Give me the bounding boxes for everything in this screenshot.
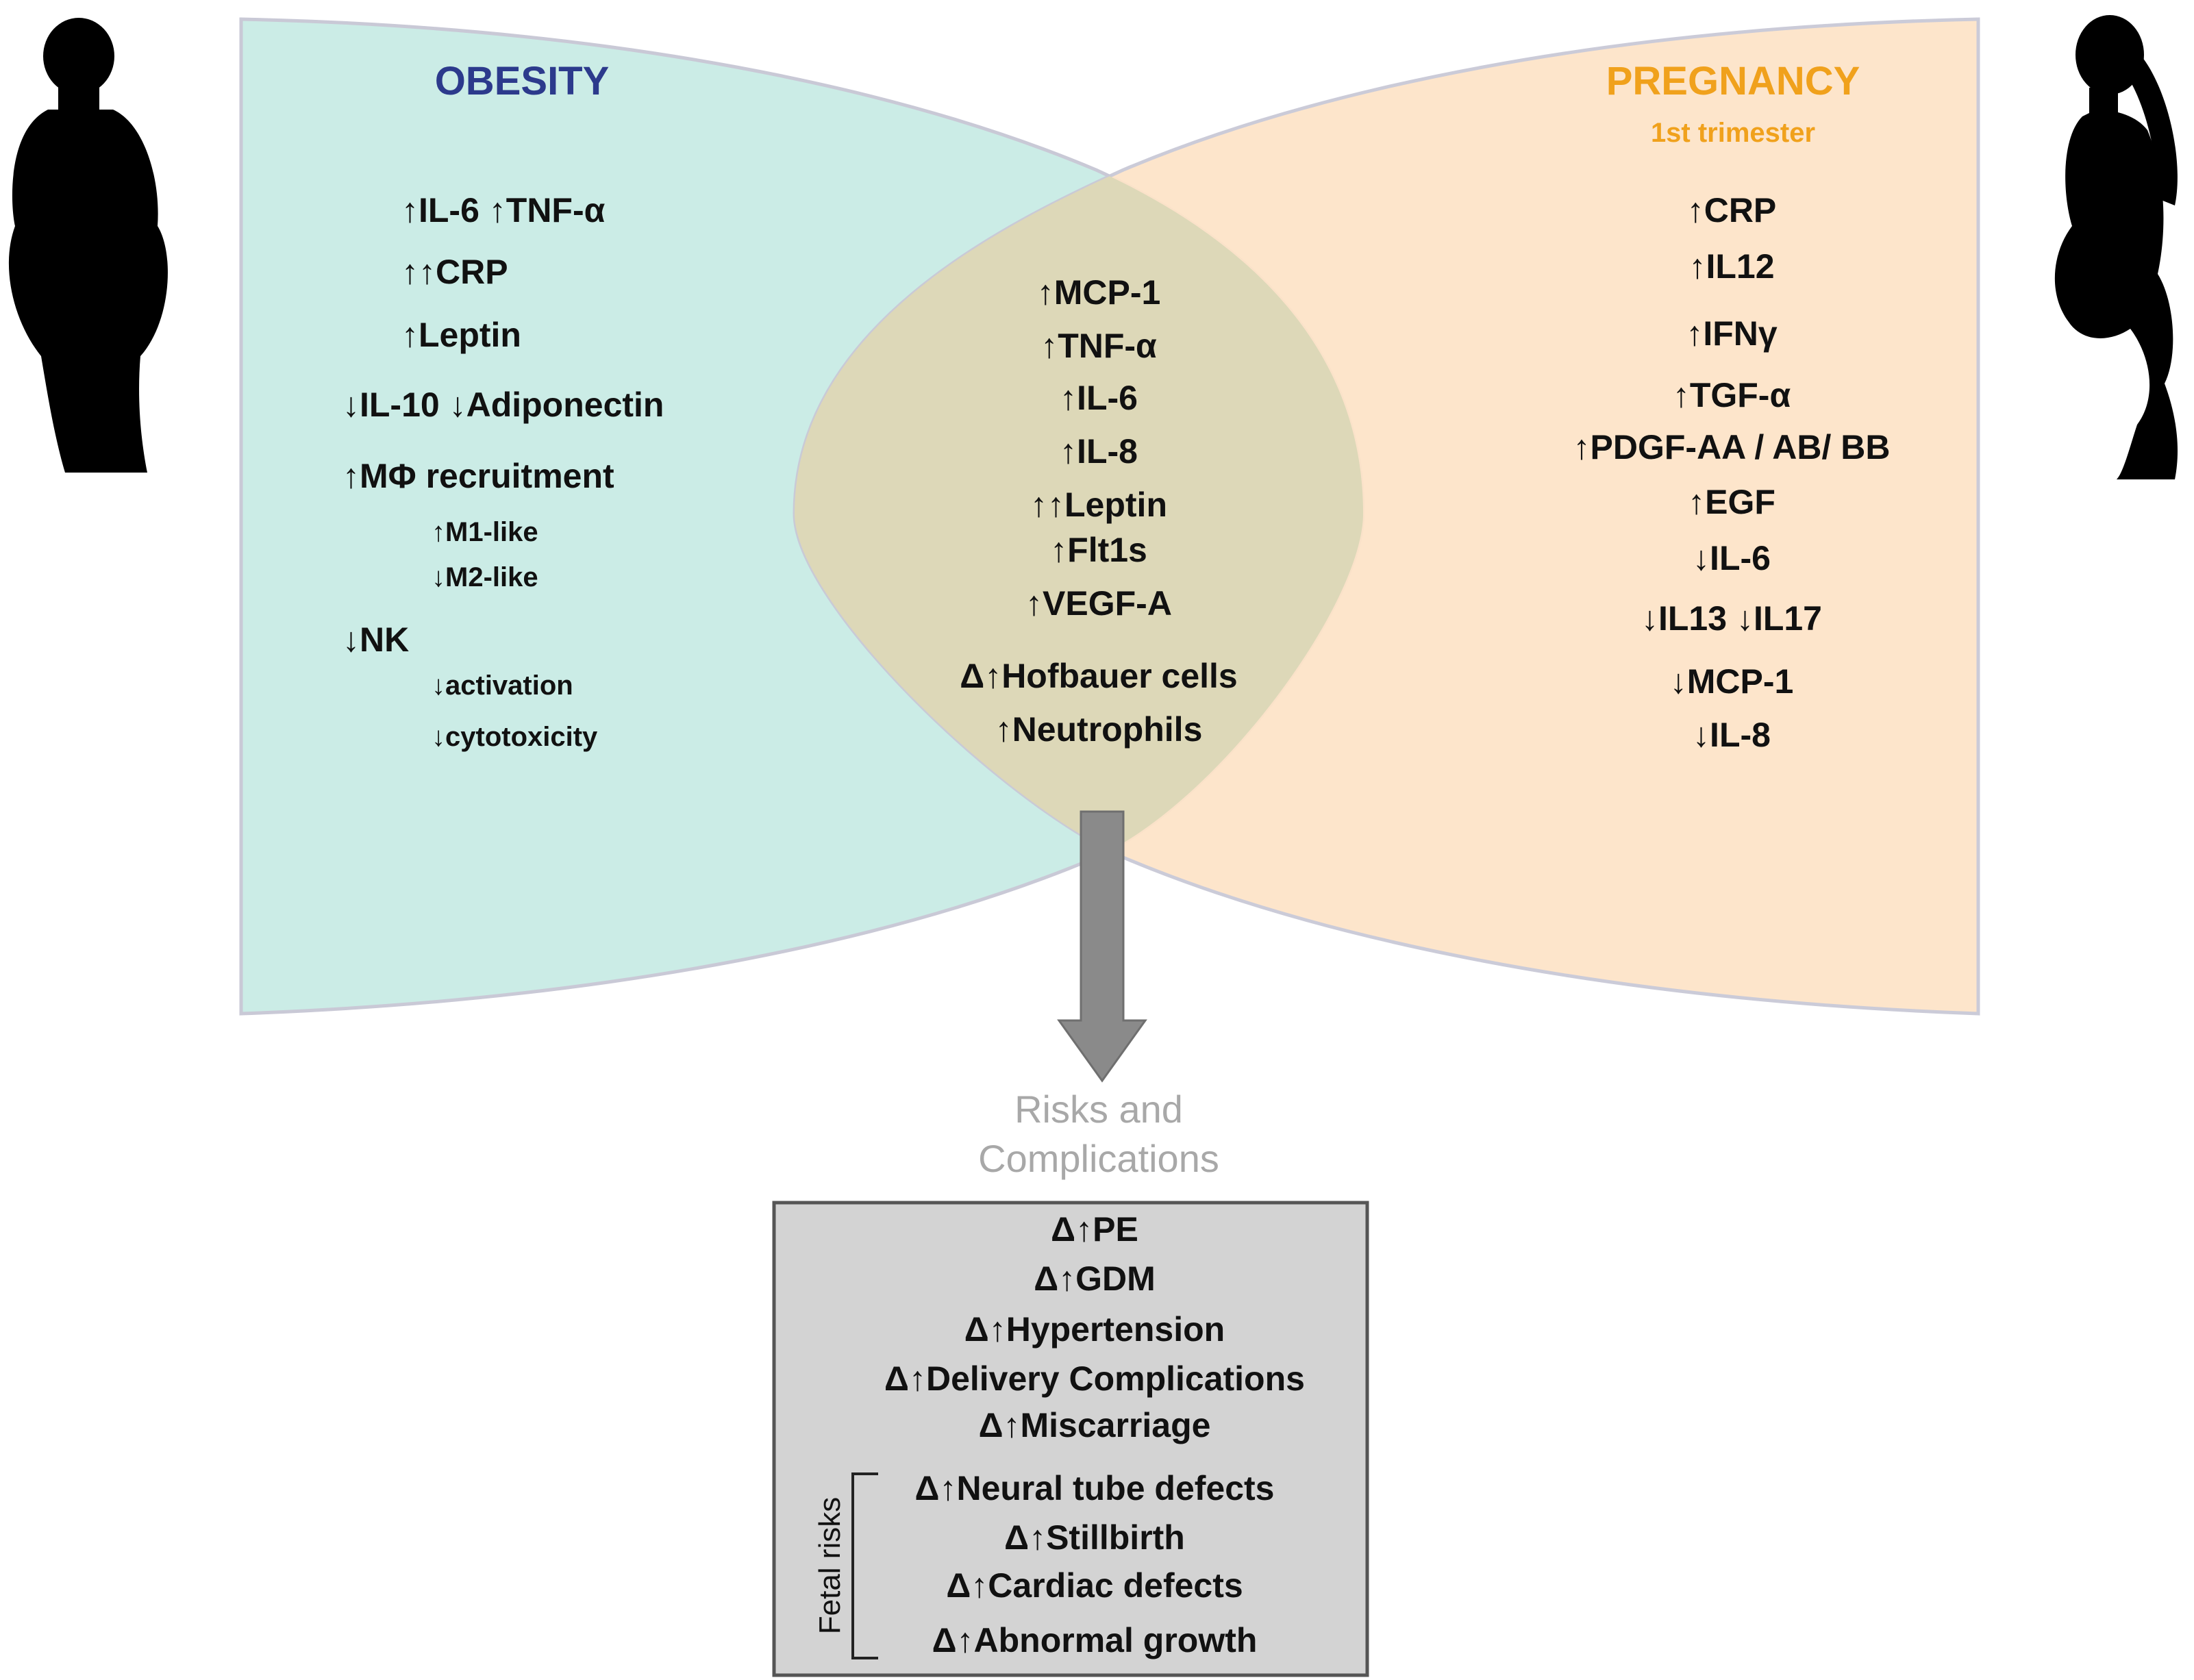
fetal-risk-3: Δ↑Cardiac defects [946, 1566, 1243, 1605]
fetal-risks-label: Fetal risks [813, 1496, 847, 1635]
obesity-line-7: ↓M2-like [432, 562, 538, 592]
overlap-region [795, 19, 1363, 1014]
obesity-title: OBESITY [434, 59, 610, 103]
obesity-line-4: ↓IL-10 ↓Adiponectin [342, 386, 664, 424]
obese-person-silhouette-icon [8, 18, 168, 473]
pregnancy-line-8: ↓IL13 ↓IL17 [1641, 599, 1822, 638]
overlap-line-5: ↑↑Leptin [1030, 486, 1167, 524]
fetal-risk-2: Δ↑Stillbirth [1004, 1518, 1185, 1557]
pregnancy-line-5: ↑PDGF-AA / AB/ BB [1573, 428, 1891, 466]
overlap-line-3: ↑IL-6 [1060, 379, 1138, 417]
obesity-line-9: ↓activation [432, 670, 573, 701]
overlap-line-7: ↑VEGF-A [1025, 584, 1172, 623]
obesity-line-3: ↑Leptin [401, 316, 521, 354]
obesity-line-10: ↓cytotoxicity [432, 722, 598, 752]
pregnancy-line-3: ↑IFNγ [1686, 314, 1778, 353]
maternal-risk-4: Δ↑Delivery Complications [884, 1359, 1305, 1398]
pregnancy-line-9: ↓MCP-1 [1669, 662, 1794, 701]
risks-heading-line-2: Complications [978, 1137, 1219, 1180]
pregnancy-line-1: ↑CRP [1686, 191, 1777, 229]
pregnancy-line-2: ↑IL12 [1688, 247, 1775, 286]
maternal-risk-5: Δ↑Miscarriage [978, 1406, 1211, 1444]
risk-box [772, 1201, 1369, 1677]
pregnancy-title: PREGNANCY [1606, 59, 1860, 103]
fetal-risk-4: Δ↑Abnormal growth [932, 1621, 1258, 1659]
overlap-line-2: ↑TNF-α [1040, 327, 1157, 365]
down-arrow-icon [1057, 810, 1147, 1083]
overlap-line-1: ↑MCP-1 [1036, 273, 1161, 312]
pregnancy-line-7: ↓IL-6 [1693, 539, 1771, 577]
obesity-line-8: ↓NK [342, 620, 410, 659]
pregnancy-line-6: ↑EGF [1688, 483, 1775, 521]
overlap-line-4: ↑IL-8 [1060, 432, 1138, 471]
obesity-line-6: ↑M1-like [432, 517, 538, 547]
maternal-risk-1: Δ↑PE [1051, 1210, 1138, 1249]
risks-heading-line-1: Risks and [1014, 1088, 1183, 1131]
overlap-line-6: ↑Flt1s [1050, 531, 1147, 569]
overlap-line-9: ↑Neutrophils [995, 710, 1203, 749]
maternal-risk-2: Δ↑GDM [1034, 1259, 1156, 1298]
obesity-line-1: ↑IL-6 ↑TNF-α [401, 191, 606, 229]
overlap-line-8: Δ↑Hofbauer cells [960, 657, 1238, 695]
pregnant-woman-silhouette-icon [2054, 15, 2178, 479]
fetal-risks-bracket [851, 1472, 878, 1659]
obesity-line-5: ↑MΦ recruitment [342, 457, 614, 495]
pregnancy-subtitle: 1st trimester [1650, 118, 1816, 148]
pregnancy-line-10: ↓IL-8 [1693, 716, 1771, 754]
maternal-risk-3: Δ↑Hypertension [964, 1310, 1225, 1349]
pregnancy-line-4: ↑TGF-α [1672, 376, 1791, 414]
obesity-line-2: ↑↑CRP [401, 253, 508, 291]
fetal-risk-1: Δ↑Neural tube defects [914, 1469, 1275, 1507]
